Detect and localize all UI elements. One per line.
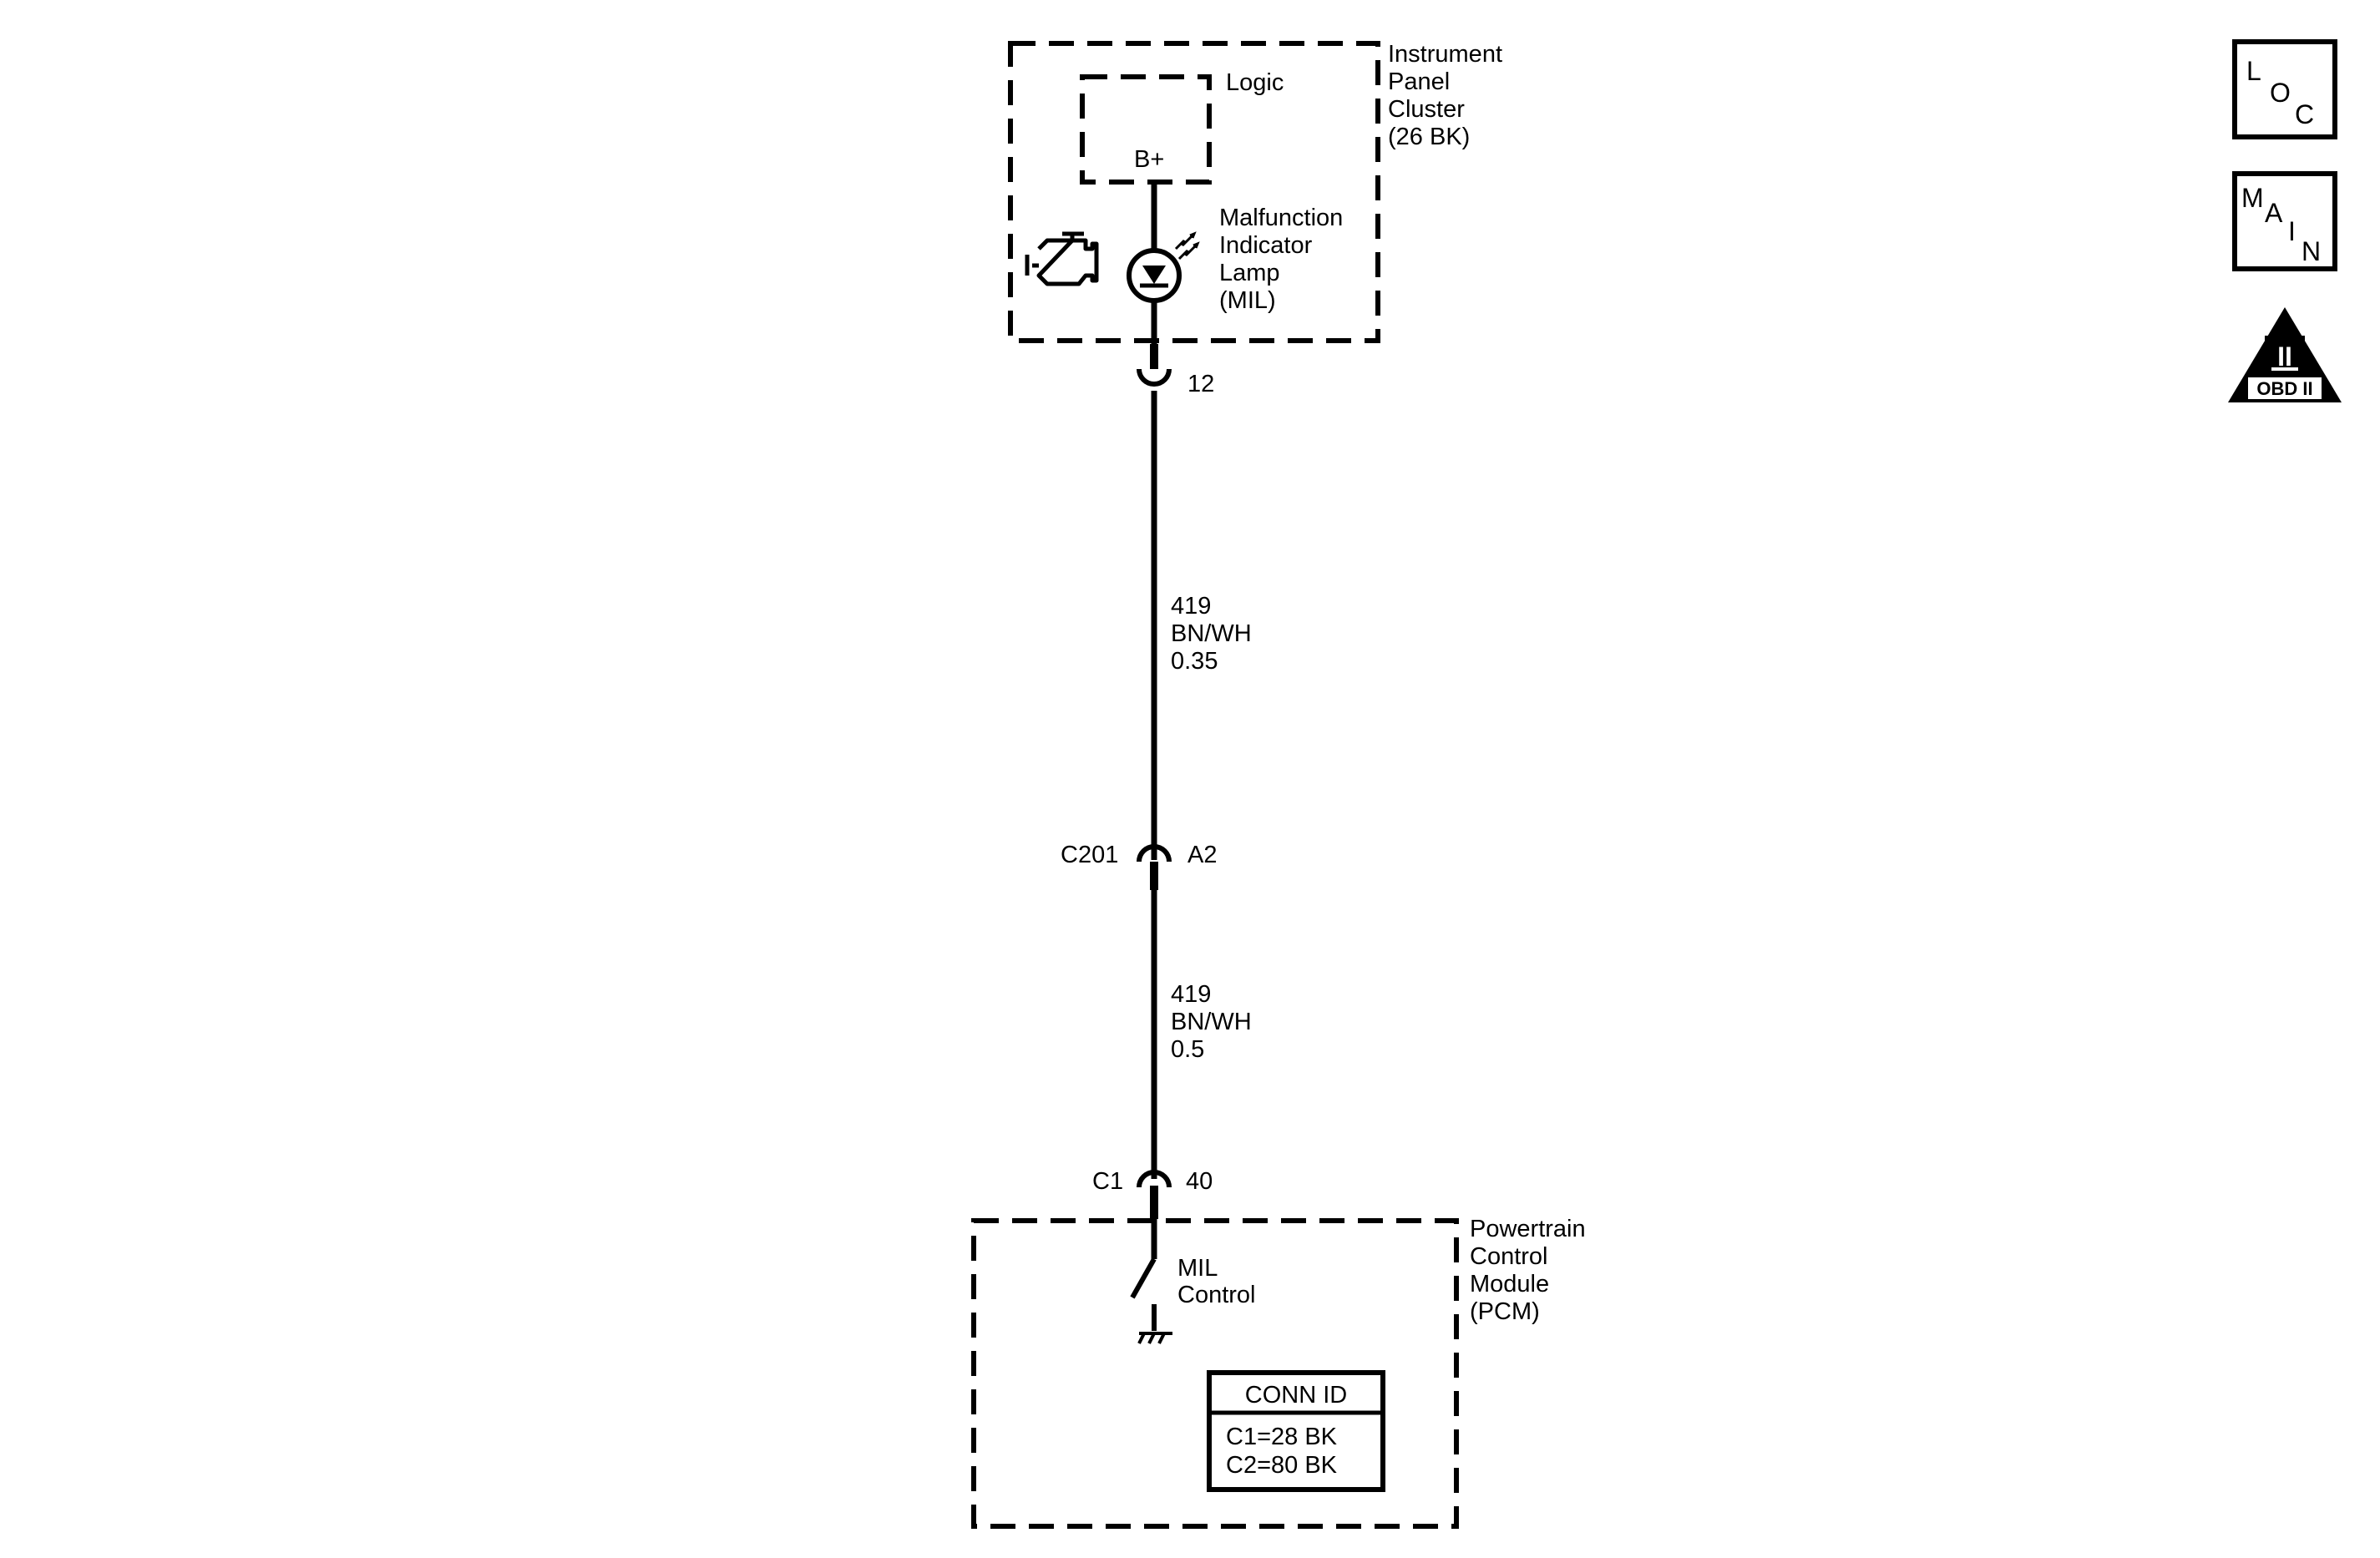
obd-ii-icon[interactable]: II OBD II: [2228, 307, 2342, 402]
lower-wire-color: BN/WH: [1171, 1009, 1252, 1035]
main-letter-a: A: [2265, 198, 2283, 228]
cluster-pin-label: 12: [1187, 371, 1214, 397]
pcm-name-line-4: (PCM): [1470, 1298, 1540, 1325]
loc-letter-l: L: [2246, 56, 2261, 86]
cluster-name-line-4: (26 BK): [1388, 124, 1470, 150]
loc-letter-o: O: [2270, 78, 2291, 108]
lamp-label-line-2: Indicator: [1219, 232, 1313, 259]
main-icon[interactable]: M A I N: [2232, 171, 2337, 271]
female-terminal: [1137, 1170, 1172, 1188]
connector-cluster-pin-12: 12: [1137, 344, 1214, 397]
powertrain-control-module: Powertrain Control Module (PCM) MIL Cont…: [971, 1216, 1586, 1529]
switch-label-line-2: Control: [1177, 1282, 1256, 1308]
upper-wire-size: 0.35: [1171, 648, 1218, 675]
conn-id-frame: [1207, 1370, 1385, 1492]
loc-letter-c: C: [2295, 99, 2314, 129]
lower-wire-size: 0.5: [1171, 1036, 1204, 1063]
mil-lamp: [1127, 248, 1182, 303]
male-terminal: [1150, 344, 1158, 369]
logic-label: Logic: [1226, 69, 1284, 96]
obd-label: OBD II: [2256, 378, 2312, 399]
obd-numeral: II: [2277, 341, 2292, 372]
conn-id-row-1: C1=28 BK: [1226, 1424, 1338, 1450]
cluster-name-line-2: Panel: [1388, 68, 1450, 95]
female-terminal: [1137, 368, 1172, 387]
main-letter-i: I: [2288, 216, 2296, 246]
lamp-label-line-4: (MIL): [1219, 287, 1276, 314]
c201-pin: A2: [1187, 842, 1217, 868]
pcm-boundary: [971, 1218, 1459, 1529]
connector-c1: C1 40: [1092, 1168, 1213, 1219]
lower-wire-circuit: 419: [1171, 981, 1211, 1008]
cluster-name-line-1: Instrument: [1388, 41, 1502, 68]
male-terminal: [1150, 1186, 1158, 1219]
conn-id-table: CONN ID C1=28 BK C2=80 BK: [1207, 1370, 1385, 1492]
logic-boundary: [1080, 74, 1212, 185]
loc-icon[interactable]: L O C: [2232, 39, 2337, 139]
instrument-panel-cluster: Instrument Panel Cluster (26 BK) Logic B…: [1008, 41, 1502, 343]
pcm-name-line-3: Module: [1470, 1271, 1549, 1297]
bplus-label: B+: [1134, 146, 1164, 173]
conn-id-title: CONN ID: [1245, 1382, 1347, 1409]
main-letter-m: M: [2241, 183, 2264, 213]
conn-id-row-2: C2=80 BK: [1226, 1452, 1338, 1479]
cluster-name-line-3: Cluster: [1388, 96, 1465, 123]
c1-name: C1: [1092, 1168, 1123, 1195]
cluster-boundary: [1008, 41, 1380, 343]
male-terminal: [1150, 862, 1158, 890]
pcm-name-line-1: Powertrain: [1470, 1216, 1586, 1242]
upper-wire-circuit: 419: [1171, 593, 1211, 620]
main-letter-n: N: [2302, 236, 2321, 266]
upper-wire-color: BN/WH: [1171, 620, 1252, 647]
connector-c201: C201 A2: [1061, 842, 1217, 890]
lamp-label-line-3: Lamp: [1219, 260, 1280, 286]
lamp-label-line-1: Malfunction: [1219, 205, 1343, 231]
check-engine-icon: [1025, 231, 1099, 286]
female-terminal: [1137, 844, 1172, 862]
switch-label-line-1: MIL: [1177, 1255, 1218, 1282]
c201-name: C201: [1061, 842, 1118, 868]
pcm-name-line-2: Control: [1470, 1243, 1548, 1270]
mil-control-switch: [1130, 1257, 1157, 1299]
light-emission-icon: [1174, 231, 1200, 261]
ground-icon: [1137, 1332, 1172, 1344]
c1-pin: 40: [1186, 1168, 1213, 1195]
diode-triangle: [1142, 266, 1166, 284]
